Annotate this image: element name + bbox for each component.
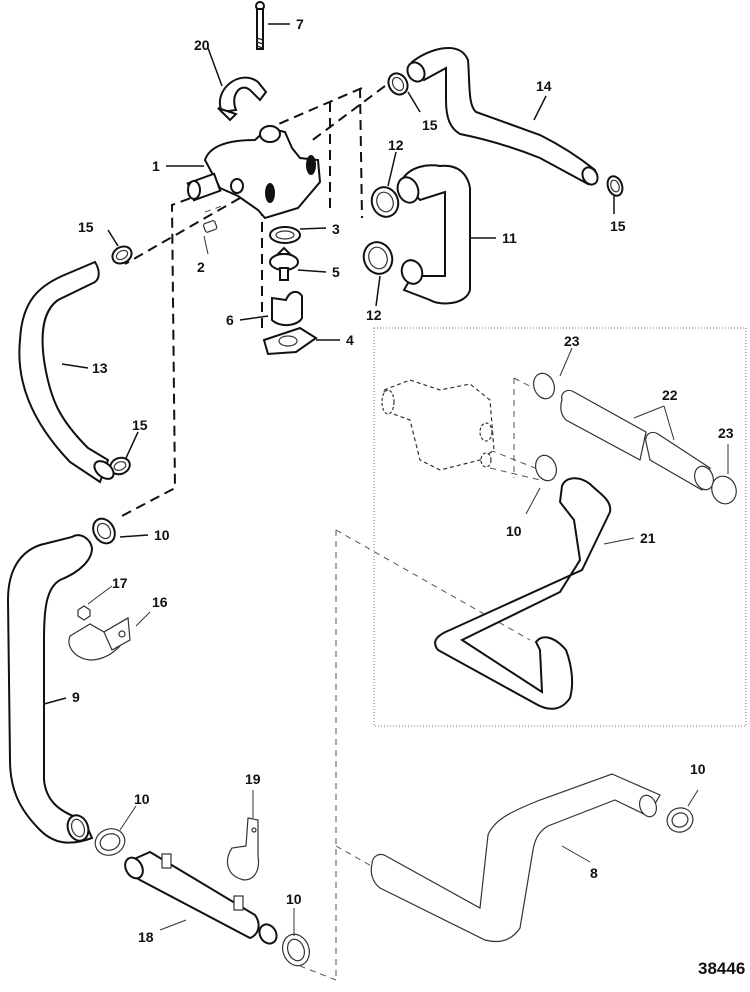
callout-18: 18: [138, 929, 154, 945]
bolt-part: [255, 1, 265, 50]
leaders: [43, 23, 729, 936]
clamp-12-bottom: [362, 241, 394, 275]
callout-15-top: 15: [422, 117, 438, 133]
callout-23-right: 23: [718, 425, 734, 441]
bracket-16-part: [68, 616, 131, 661]
strap-bracket-part: [217, 76, 268, 122]
callout-9: 9: [72, 689, 80, 705]
clamp-15-left: [111, 245, 133, 265]
callout-10-right: 10: [690, 761, 706, 777]
callout-1: 1: [152, 158, 160, 174]
callout-19: 19: [245, 771, 261, 787]
callout-12-top: 12: [388, 137, 404, 153]
hose-21-part: [434, 477, 612, 710]
thermostat-housing-part: [186, 125, 322, 220]
clamp-10-right: [666, 807, 694, 833]
callout-12-bottom: 12: [366, 307, 382, 323]
hose-9-part: [6, 534, 94, 844]
callout-4: 4: [346, 332, 354, 348]
callout-6: 6: [226, 312, 234, 328]
hose-22-part: [560, 389, 715, 491]
callout-15-right: 15: [610, 218, 626, 234]
callout-8: 8: [590, 865, 598, 881]
clamp-15-top: [387, 72, 409, 96]
callout-2: 2: [197, 259, 205, 275]
clamp-10-bottom: [282, 933, 310, 967]
callout-10-upper: 10: [154, 527, 170, 543]
plug-part: [202, 220, 218, 233]
callout-16: 16: [152, 594, 168, 610]
hose-8-part: [370, 773, 661, 943]
callout-15-lower: 15: [132, 417, 148, 433]
cooler-part: [124, 850, 278, 945]
thermostat-part: [269, 246, 299, 281]
callout-11: 11: [502, 230, 517, 246]
callout-3: 3: [332, 221, 340, 237]
callout-20: 20: [194, 37, 210, 53]
lower-gasket-part: [262, 326, 318, 356]
callout-10-bottom: 10: [286, 891, 302, 907]
callout-22: 22: [662, 387, 678, 403]
clamp-15-lower: [109, 456, 131, 476]
callout-5: 5: [332, 264, 340, 280]
u-hose-part: [396, 164, 471, 305]
clamp-15-right: [606, 175, 624, 197]
callout-13: 13: [92, 360, 108, 376]
clamp-10-upper: [92, 517, 116, 545]
callout-15-left: 15: [78, 219, 94, 235]
sleeve-part: [271, 290, 303, 326]
callout-labels: 7 20 1 15 2 3 5 6 4 15 14 15 12 11 12 13…: [72, 16, 745, 978]
clamp-10-left-lower: [94, 828, 126, 856]
hose-13-part: [18, 260, 115, 484]
callout-23-top: 23: [564, 333, 580, 349]
hose-14-part: [406, 46, 599, 186]
clamp-12-top: [370, 186, 400, 218]
clamp-10-inset: [535, 454, 557, 482]
clamp-23-top: [533, 372, 555, 400]
thin-guides: [299, 377, 546, 981]
callout-21: 21: [640, 530, 656, 546]
inset-frame: [373, 327, 747, 727]
clip-19-part: [226, 817, 260, 881]
callout-10-left: 10: [134, 791, 150, 807]
figure-number: 38446: [698, 959, 745, 978]
callout-7: 7: [296, 16, 304, 32]
inset-fitting-part: [381, 379, 495, 471]
clamp-23-right: [711, 475, 737, 505]
callout-10-inset: 10: [506, 523, 522, 539]
nut-part: [77, 605, 91, 621]
callout-14: 14: [536, 78, 552, 94]
callout-17: 17: [112, 575, 128, 591]
